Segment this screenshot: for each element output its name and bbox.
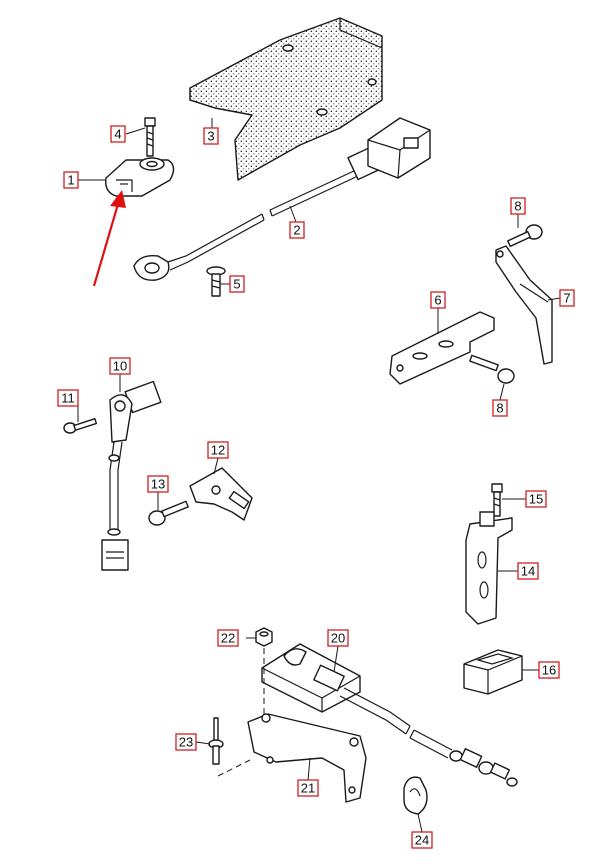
highlight-arrow: [92, 190, 126, 287]
callout-label: 2: [293, 223, 300, 238]
callout-label: 11: [61, 391, 75, 406]
knock-sensor-part: [105, 157, 175, 197]
callout-label: 3: [207, 129, 214, 144]
callout-label: 6: [434, 293, 441, 308]
screw-part-8-upper: [507, 224, 543, 248]
clip-part-24: [403, 776, 428, 815]
leader-lines: [77, 118, 561, 833]
callout-12: 12: [207, 441, 229, 459]
bolt-part-13: [148, 500, 189, 526]
control-unit-part-20: [261, 643, 361, 713]
callout-label: 24: [415, 833, 429, 848]
callout-label: 1: [67, 173, 74, 188]
callout-13: 13: [147, 475, 169, 493]
callout-label: 4: [114, 127, 121, 142]
callout-4: 4: [110, 125, 126, 143]
sensor-part-14: [465, 511, 513, 625]
callout-6: 6: [430, 291, 446, 309]
callout-3: 3: [203, 127, 219, 145]
holder-part-12: [189, 467, 253, 521]
callout-15: 15: [525, 490, 547, 508]
callout-5: 5: [229, 275, 245, 293]
callout-label: 7: [563, 291, 570, 306]
callout-2: 2: [289, 221, 305, 239]
callout-11: 11: [57, 389, 79, 407]
callout-20: 20: [327, 629, 349, 647]
callout-7: 7: [559, 289, 575, 307]
sensor-cable-part: [133, 117, 431, 281]
bolt-part-15: [491, 483, 503, 517]
callout-8-upper: 8: [510, 197, 526, 215]
screw-part-11: [63, 417, 98, 434]
callout-label: 14: [521, 564, 535, 579]
nut-part-22: [255, 627, 273, 647]
bracket-part-21: [217, 648, 367, 803]
callout-1: 1: [63, 171, 79, 189]
callout-21: 21: [297, 779, 319, 797]
bracket-part-7: [495, 245, 553, 365]
callout-label: 20: [331, 631, 345, 646]
callout-14: 14: [517, 562, 539, 580]
bracket-part-6: [389, 311, 495, 385]
screw-part-8-lower: [469, 354, 515, 384]
bolt-part-5: [206, 266, 226, 297]
callout-23: 23: [175, 733, 197, 751]
rivet-part-23: [208, 717, 224, 765]
callout-10: 10: [109, 357, 131, 375]
callout-22: 22: [217, 629, 239, 647]
callout-label: 5: [233, 277, 240, 292]
callout-8-lower: 8: [492, 399, 508, 417]
callout-24: 24: [411, 831, 433, 849]
housing-part-16: [463, 649, 523, 695]
callout-label: 13: [151, 477, 165, 492]
lambda-probe-cable: [339, 687, 518, 787]
callout-label: 8: [496, 401, 503, 416]
callout-label: 12: [211, 443, 225, 458]
callout-label: 16: [542, 663, 556, 678]
callout-label: 23: [179, 735, 193, 750]
speed-sensor-part: [101, 380, 162, 571]
callout-label: 10: [113, 359, 127, 374]
heat-shield-part: [189, 17, 383, 181]
callout-label: 21: [301, 781, 315, 796]
bolt-part-4: [144, 117, 156, 157]
callout-16: 16: [538, 661, 560, 679]
callout-label: 15: [529, 492, 543, 507]
callout-label: 8: [514, 199, 521, 214]
callout-label: 22: [221, 631, 235, 646]
